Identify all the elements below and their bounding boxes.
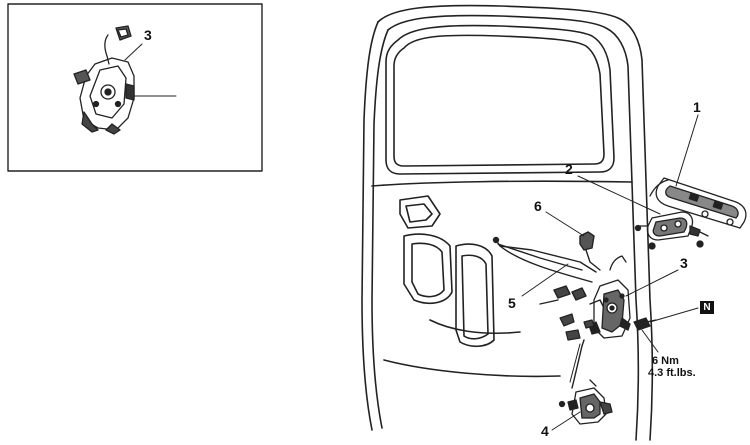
callout-1: 1 (693, 99, 701, 115)
door-shell (361, 4, 654, 441)
torque-imperial: 4.3 ft.lbs. (648, 367, 696, 379)
leader-2 (577, 175, 661, 215)
outside-handle (649, 177, 747, 229)
callout-inset-3: 3 (144, 27, 152, 43)
door-latch (589, 255, 631, 339)
inset-lock-assembly (73, 25, 177, 135)
new-part-badge: N (700, 301, 714, 314)
torque-metric: 6 Nm (652, 355, 679, 367)
lower-rod (571, 339, 585, 389)
lock-rods (492, 231, 605, 309)
callout-2: 2 (565, 161, 573, 177)
leader-3 (625, 269, 679, 297)
leader-4 (551, 411, 581, 431)
leader-5 (521, 263, 569, 297)
torque-spec: 6 Nm 4.3 ft.lbs. (648, 355, 696, 379)
callout-3: 3 (680, 255, 688, 271)
leader-6 (545, 211, 585, 237)
latch-screw (633, 317, 657, 331)
lower-lock-actuator (558, 379, 613, 425)
leader-badge (649, 307, 699, 323)
inset-frame (7, 3, 263, 172)
leader-torque (641, 329, 659, 353)
handle-bracket (634, 211, 709, 250)
callout-6: 6 (534, 198, 542, 214)
rod-clips (559, 313, 595, 341)
leader-1 (675, 114, 699, 187)
callout-5: 5 (508, 295, 516, 311)
callout-4: 4 (541, 423, 549, 439)
inset-leader (124, 43, 143, 61)
